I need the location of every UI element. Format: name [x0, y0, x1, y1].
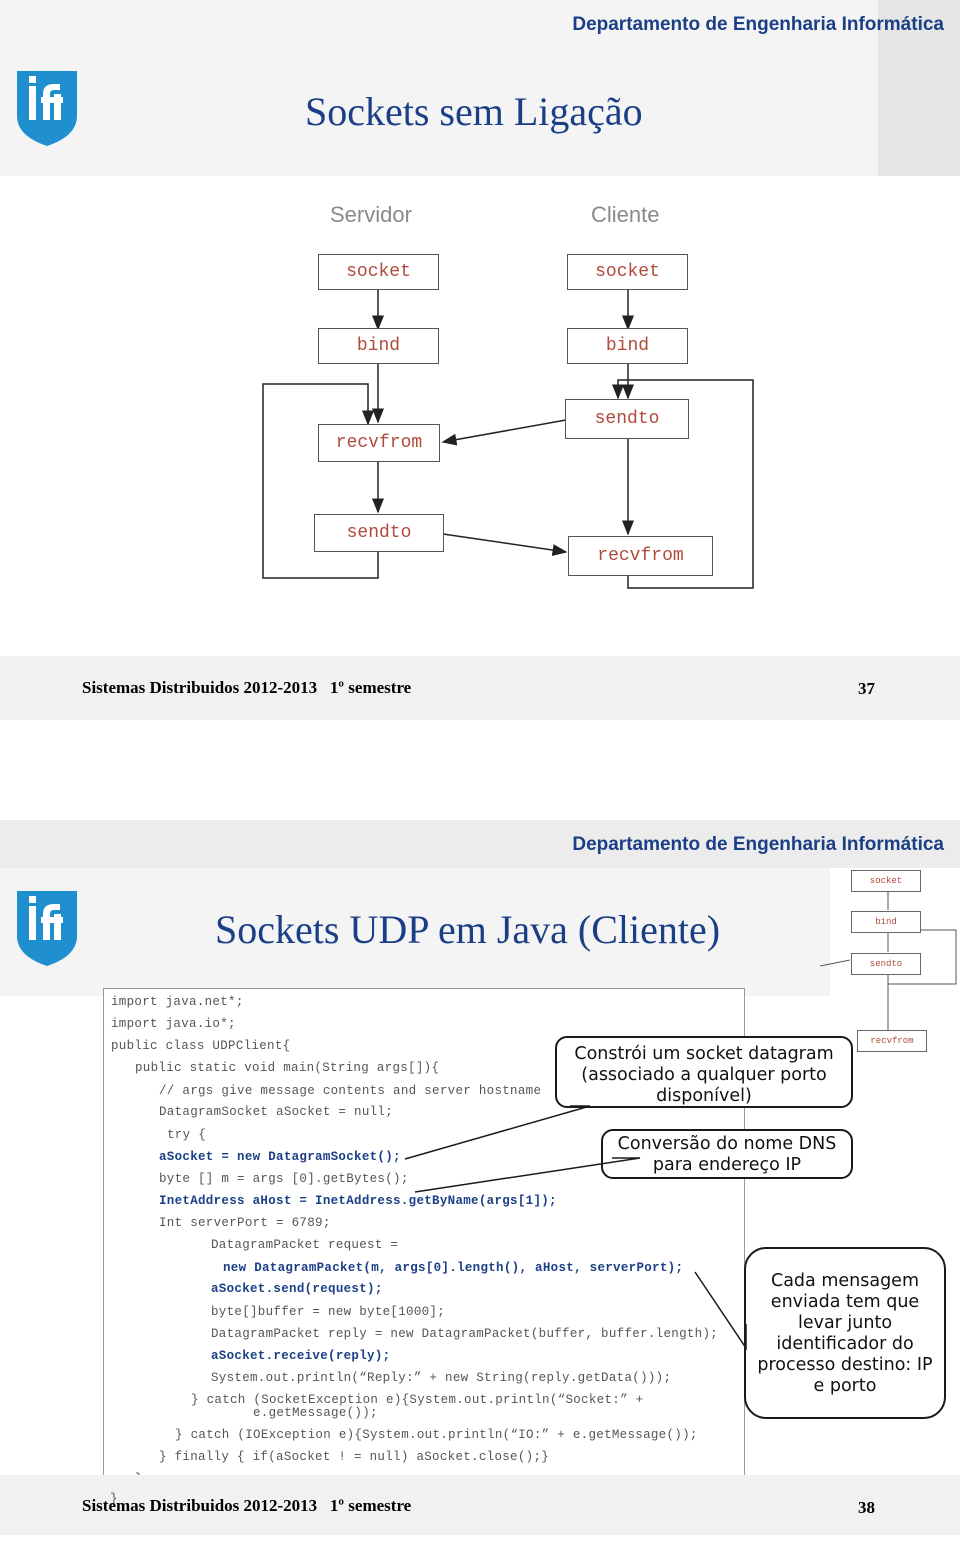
code-line-20: e.getMessage()); [253, 1406, 378, 1420]
slide-37: Departamento de Engenharia Informática S… [0, 0, 960, 720]
code-line-18: System.out.println(“Reply:” + new String… [211, 1371, 672, 1385]
footer-bar [0, 656, 960, 720]
title-band [0, 0, 878, 176]
client-socket-box: socket [567, 254, 688, 290]
client-recvfrom-box: recvfrom [568, 536, 713, 576]
code-line-1: import java.net*; [111, 995, 244, 1009]
footer-bar [0, 1475, 960, 1535]
footer-text: Sistemas Distribuidos 2012-2013 1º semes… [82, 1496, 412, 1515]
code-line-9: byte [] m = args [0].getBytes(); [159, 1172, 409, 1186]
server-recvfrom-box: recvfrom [318, 424, 440, 462]
server-sendto-box: sendto [314, 514, 444, 552]
mini-bind-box: bind [851, 911, 921, 933]
client-bind-box: bind [567, 328, 688, 364]
mini-socket-box: socket [851, 870, 921, 892]
server-bind-box: bind [318, 328, 439, 364]
client-sendto-box: sendto [565, 399, 689, 439]
department-header: Departamento de Engenharia Informática [572, 834, 944, 855]
code-line-12: DatagramPacket request = [211, 1238, 399, 1252]
title-band [0, 868, 830, 996]
page-title: Sockets sem Ligação [305, 89, 643, 134]
message-callout: Cada mensagem enviada tem que levar junt… [744, 1247, 946, 1419]
code-line-10: InetAddress aHost = InetAddress.getByNam… [159, 1194, 557, 1208]
client-heading: Cliente [591, 202, 660, 227]
code-line-4: public static void main(String args[]){ [135, 1061, 440, 1075]
socket-callout: Constrói um socket datagram (associado a… [555, 1036, 853, 1108]
code-line-6: DatagramSocket aSocket = null; [159, 1105, 394, 1119]
code-line-19: } catch (SocketException e){System.out.p… [191, 1393, 644, 1407]
page-title: Sockets UDP em Java (Cliente) [215, 907, 721, 952]
code-line-21: } catch (IOException e){System.out.print… [175, 1428, 698, 1442]
code-line-8: aSocket = new DatagramSocket(); [159, 1150, 401, 1164]
code-line-2: import java.io*; [111, 1017, 236, 1031]
server-heading: Servidor [330, 202, 412, 227]
page-number: 38 [858, 1498, 875, 1517]
code-line-13: new DatagramPacket(m, args[0].length(), … [223, 1261, 684, 1275]
side-band [878, 0, 960, 176]
code-line-11: Int serverPort = 6789; [159, 1216, 331, 1230]
code-line-14: aSocket.send(request); [211, 1282, 383, 1296]
mini-diagram-lines [820, 892, 957, 1030]
code-line-15: byte[]buffer = new byte[1000]; [211, 1305, 446, 1319]
page-number: 37 [858, 679, 875, 698]
callout-pointers [404, 1105, 747, 1351]
flow-arrows [262, 289, 754, 589]
code-line-5: // args give message contents and server… [159, 1084, 542, 1098]
mini-sendto-box: sendto [851, 953, 921, 975]
code-line-17: aSocket.receive(reply); [211, 1349, 391, 1363]
mini-recvfrom-box: recvfrom [857, 1030, 927, 1052]
code-line-24: } [110, 1492, 118, 1506]
footer-text: Sistemas Distribuidos 2012-2013 1º semes… [82, 678, 412, 697]
department-header: Departamento de Engenharia Informática [572, 14, 944, 35]
code-line-7: try { [167, 1128, 207, 1142]
code-line-22: } finally { if(aSocket ! = null) aSocket… [159, 1450, 550, 1464]
code-line-3: public class UDPClient{ [111, 1039, 291, 1053]
ist-logo [17, 891, 77, 966]
slide-38: Departamento de Engenharia Informática S… [0, 820, 960, 1545]
server-socket-box: socket [318, 254, 439, 290]
header-band [0, 820, 960, 868]
code-line-16: DatagramPacket reply = new DatagramPacke… [211, 1327, 719, 1341]
ist-logo [17, 71, 77, 146]
dns-callout: Conversão do nome DNS para endereço IP [601, 1129, 853, 1179]
